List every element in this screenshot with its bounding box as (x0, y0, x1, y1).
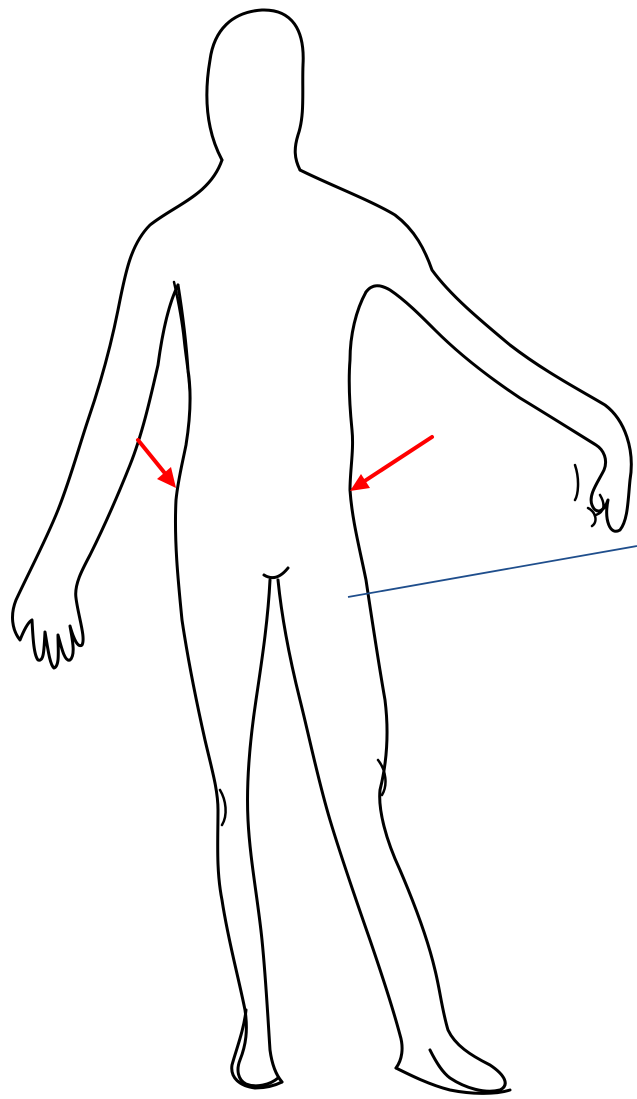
left-leg-inner-outline (247, 580, 282, 1082)
head-outline (207, 10, 303, 170)
right-hand-fingers (575, 465, 603, 526)
left-leg-outer-outline (175, 285, 278, 1086)
right-hip-arrow (350, 437, 432, 491)
left-hip-arrow (138, 440, 176, 488)
right-leg-outer-outline (349, 292, 505, 1091)
left-knee-detail (220, 790, 226, 825)
crotch-outline (264, 568, 288, 578)
left-arm-inner-seam (174, 282, 190, 400)
leader-line (348, 546, 637, 597)
